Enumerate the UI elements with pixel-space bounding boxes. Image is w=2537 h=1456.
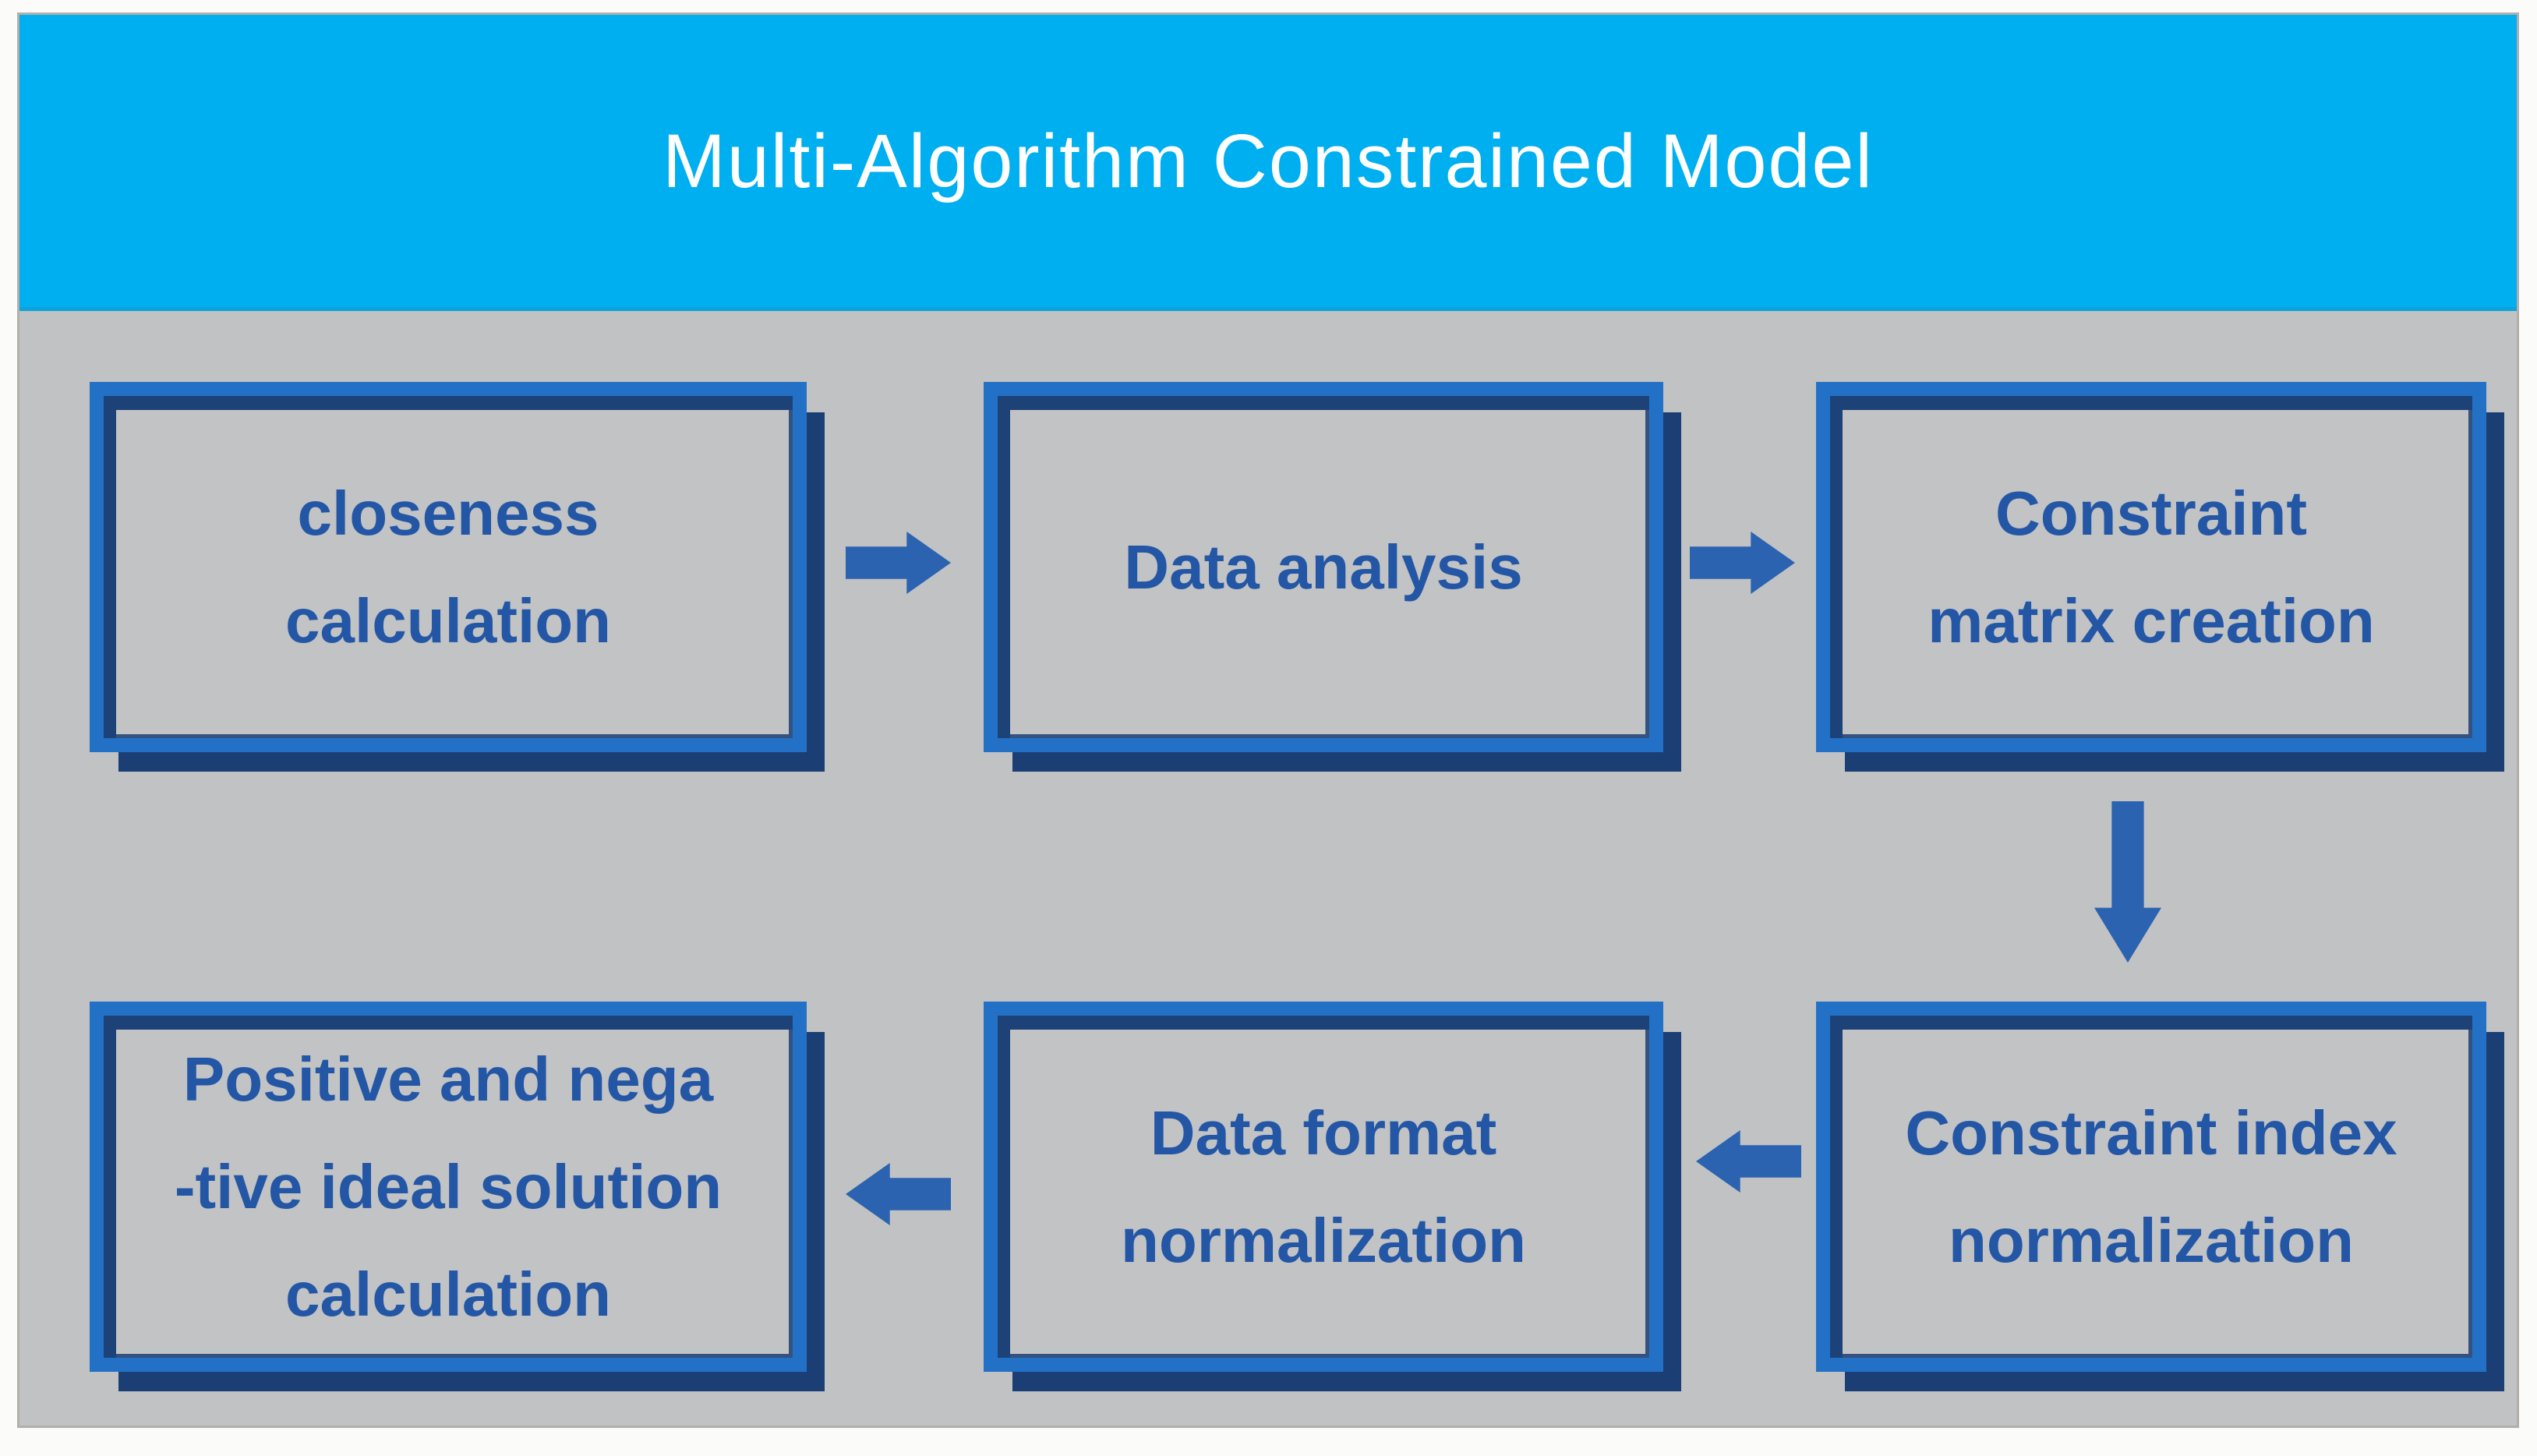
step-label-line: normalization [1948,1205,2355,1275]
title-banner: Multi-Algorithm Constrained Model [19,15,2517,311]
step-label-line: normalization [1120,1205,1527,1275]
flow-step-data-analysis: Data analysis [984,382,1663,752]
step-label-line: Data format [1150,1097,1497,1168]
flow-step-closeness-calculation: closeness calculation [90,382,807,752]
step-label-line: calculation [285,1259,611,1329]
step-label-line: closeness [297,478,599,548]
step-label-line: Data analysis [1124,532,1523,602]
step-label-line: -tive ideal solution [174,1151,723,1221]
flow-step-constraint-matrix-creation: Constraint matrix creation [1816,382,2486,752]
flow-step-data-format-normalization: Data format normalization [984,1002,1663,1372]
step-label-line: calculation [285,585,611,656]
step-label-line: Constraint index [1905,1097,2397,1168]
step-label-line: Constraint [1995,478,2307,548]
flow-step-constraint-index-normalization: Constraint index normalization [1816,1002,2486,1372]
page-title: Multi-Algorithm Constrained Model [663,118,1874,203]
step-label-line: matrix creation [1927,585,2375,656]
flow-step-positive-negative-ideal-solution-calculation: Positive and nega -tive ideal solution c… [90,1002,807,1372]
step-label-line: Positive and nega [182,1044,714,1114]
